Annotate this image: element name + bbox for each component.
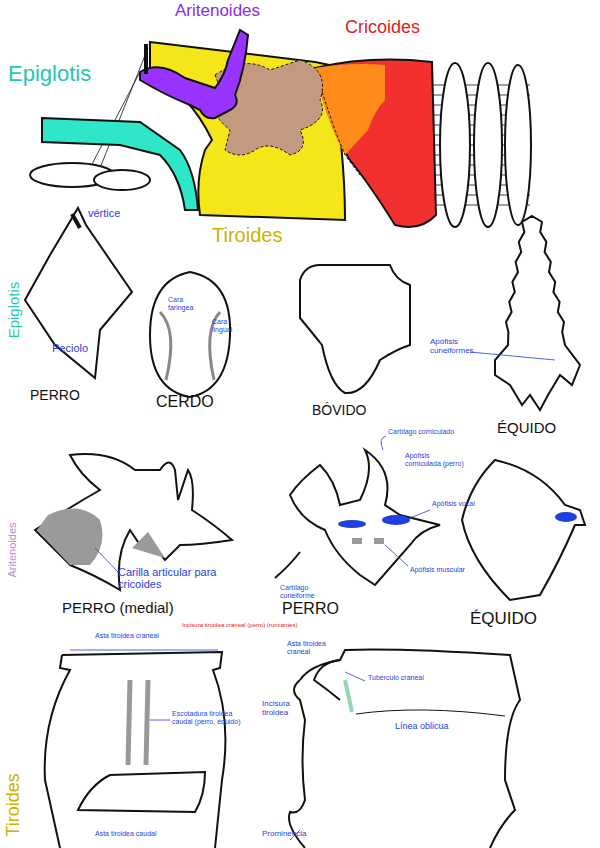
cartilage-stroke bbox=[150, 272, 230, 397]
part-label: Asta tiroidea craneal bbox=[95, 632, 175, 640]
part-label: Apófisis cuneiformes bbox=[430, 338, 488, 356]
cartilage-stroke bbox=[385, 545, 408, 566]
part-label: Asta tiroidea caudal bbox=[95, 830, 195, 838]
cartilage-stroke bbox=[315, 64, 385, 155]
cartilage-stroke bbox=[474, 63, 502, 227]
cartilage-stroke bbox=[25, 208, 132, 378]
part-label: Incisura tiroidea craneal (perro) (rumia… bbox=[182, 622, 312, 629]
part-label: Peciolo bbox=[52, 342, 88, 354]
cartilage-stroke bbox=[144, 44, 148, 74]
cartilage-stroke bbox=[275, 552, 300, 578]
cartilage-stroke bbox=[462, 460, 585, 600]
part-label: Apófisis corniculada (perro) bbox=[405, 452, 467, 467]
part-label: PERRO bbox=[30, 388, 80, 403]
cartilage-stroke bbox=[338, 520, 366, 528]
cartilage-stroke bbox=[72, 214, 80, 228]
part-label: Tubérculo craneal bbox=[368, 674, 440, 682]
cartilage-stroke bbox=[314, 660, 340, 700]
cartilage-stroke bbox=[470, 352, 555, 360]
cartilage-stroke bbox=[128, 680, 130, 765]
part-label: Asta tiroidea craneal bbox=[287, 640, 347, 655]
cartilage-stroke bbox=[345, 672, 365, 681]
cartilage-stroke bbox=[315, 60, 436, 227]
part-label: Carilla articular para cricoides bbox=[118, 566, 238, 590]
cartilage-stroke bbox=[405, 510, 430, 520]
cartilage-stroke bbox=[95, 548, 118, 572]
part-label: Línea oblicua bbox=[395, 722, 470, 732]
cartilage-stroke bbox=[356, 710, 505, 716]
cartilage-stroke bbox=[495, 216, 580, 410]
cartilage-stroke bbox=[374, 538, 384, 544]
part-label: PERRO (medial) bbox=[62, 600, 174, 617]
cartilage-stroke bbox=[146, 680, 148, 765]
part-label: Incisura tiroidea bbox=[262, 700, 307, 718]
cartilage-stroke bbox=[289, 680, 305, 848]
part-label: Cartílago cuneiforme bbox=[280, 584, 340, 599]
cartilage-stroke bbox=[78, 772, 205, 812]
cartilage-stroke bbox=[345, 680, 352, 712]
section-label: Aritenoides bbox=[6, 522, 18, 577]
section-label: Tiroides bbox=[4, 773, 24, 836]
cartilage-stroke bbox=[70, 650, 218, 651]
part-label: Aritenoides bbox=[175, 2, 260, 21]
cartilage-stroke bbox=[160, 312, 171, 380]
part-label: Epiglotis bbox=[8, 62, 91, 86]
cartilage-stroke bbox=[132, 532, 165, 558]
cartilage-stroke bbox=[555, 512, 577, 522]
part-label: Tiroides bbox=[212, 224, 282, 246]
cartilage-stroke bbox=[352, 538, 362, 544]
section-label: Epiglotis bbox=[6, 282, 23, 339]
cartilage-stroke bbox=[45, 652, 226, 848]
part-label: PERRO bbox=[282, 600, 339, 618]
part-label: ÉQUIDO bbox=[470, 610, 537, 629]
part-label: vértice bbox=[88, 207, 120, 219]
part-label: BÓVIDO bbox=[312, 403, 366, 418]
part-label: ÉQUIDO bbox=[497, 420, 556, 437]
part-label: CERDO bbox=[156, 393, 214, 411]
part-label: Cartílago corniculado bbox=[388, 428, 458, 436]
cartilage-stroke bbox=[150, 720, 170, 721]
cartilage-stroke bbox=[37, 509, 102, 565]
part-label: Cara faringea bbox=[168, 296, 210, 311]
cartilage-stroke bbox=[381, 436, 386, 450]
cartilage-stroke bbox=[440, 63, 470, 227]
part-label: Apófisis vocal bbox=[432, 500, 482, 508]
cartilage-stroke bbox=[300, 265, 410, 393]
part-label: Escotadura tiroidea caudal (perro, équid… bbox=[172, 710, 247, 725]
cartilage-stroke bbox=[300, 650, 520, 848]
part-label: Prominencia bbox=[262, 830, 306, 839]
cartilage-stroke bbox=[94, 170, 150, 190]
cartilage-stroke bbox=[140, 30, 248, 118]
part-label: Cricoides bbox=[345, 18, 420, 38]
cartilage-stroke bbox=[290, 450, 440, 585]
cartilage-stroke bbox=[505, 65, 531, 225]
part-label: Apófisis muscular bbox=[410, 566, 466, 574]
part-label: Cara lingual bbox=[212, 318, 238, 333]
cartilage-stroke bbox=[70, 352, 555, 840]
